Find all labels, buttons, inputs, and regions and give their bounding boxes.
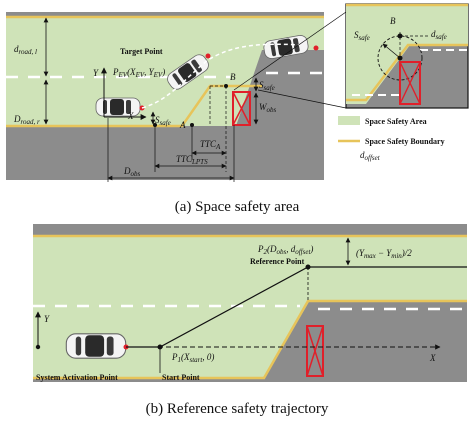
d-road-l-label: droad, l (14, 44, 37, 56)
target-point-label: Target Point (120, 47, 163, 56)
zoom-b-label: B (390, 16, 396, 26)
zoom-d-safe-label: dsafe (431, 29, 447, 41)
w-obs-label: Wobs (259, 102, 277, 114)
s-safe-label-obs: Ssafe (259, 80, 275, 92)
s-safe-label-ev: Ssafe (155, 115, 171, 127)
safety-boundary-line-b (33, 299, 467, 380)
y-axis-label-a: Y (93, 68, 99, 78)
safety-boundary-line-a (6, 84, 262, 128)
space-safety-area-a (6, 16, 324, 126)
x-axis-label-b: X (429, 353, 436, 363)
x-axis-label-a: X (127, 111, 134, 121)
legend-a: Space Safety Area Space Safety Boundary … (338, 116, 445, 162)
figure-a: Y X droad, l Droad, r Target Point PEV(X… (6, 3, 469, 215)
car-marker-2 (205, 53, 211, 59)
d-offset-label: doffset (360, 150, 381, 162)
legend-area-label: Space Safety Area (365, 117, 427, 126)
obstacle-box-b (306, 325, 324, 377)
figure-b: Y X P2(Dobs, doffset) Reference Point (Y… (33, 224, 467, 417)
legend-boundary-label: Space Safety Boundary (365, 137, 445, 146)
space-safety-area-b (33, 235, 467, 378)
obstacle-box-a (232, 91, 251, 126)
car-marker-3 (313, 45, 319, 51)
zoom-inset-a (345, 3, 469, 109)
p-ev-label: PEV(XEV, YEV) (112, 67, 165, 79)
ego-car-b (65, 333, 127, 359)
activation-point-dot (35, 344, 41, 350)
point-a-label: A (179, 120, 186, 130)
point-b-label: B (230, 72, 236, 82)
zoom-connector-1 (233, 11, 347, 91)
start-point-label: Start Point (162, 373, 200, 382)
planned-trajectory-a (141, 43, 301, 109)
ttc-lpts-label: TTCLPTS (176, 154, 208, 166)
p2-label: P2(Dobs, doffset) (257, 244, 313, 256)
zoom-s-safe-label: Ssafe (354, 30, 370, 42)
p1-label: P1(Xstart, 0) (171, 352, 214, 364)
system-activation-label: System Activation Point (36, 373, 118, 382)
legend-swatch-area (338, 116, 360, 125)
reference-trajectory-b (126, 266, 467, 348)
y-axis-label-b: Y (44, 314, 50, 324)
ttc-a-label: TTCA (200, 139, 221, 151)
caption-b: (b) Reference safety trajectory (146, 401, 329, 417)
d-road-r-label: Droad, r (13, 114, 40, 126)
caption-a: (a) Space safety area (175, 199, 300, 215)
reference-point-label: Reference Point (250, 257, 305, 266)
zoom-connector-2 (257, 89, 347, 109)
start-point-dot-a (153, 123, 157, 127)
d-obs-label: Dobs (123, 166, 141, 178)
y-range-label: (Ymax − Ymin)/2 (356, 248, 412, 260)
